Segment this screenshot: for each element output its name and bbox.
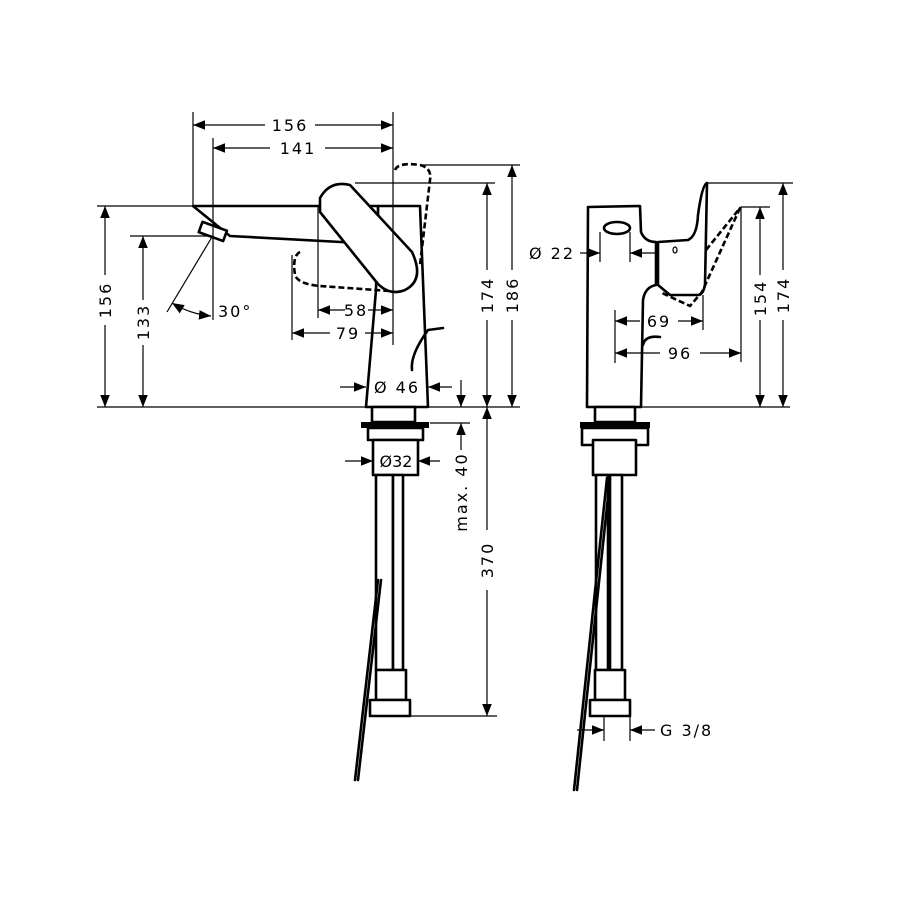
dim-body-diameter: Ø 46 — [374, 378, 420, 397]
dim-handle-58: 58 — [344, 301, 368, 320]
shank — [593, 405, 637, 424]
fixing-nut — [591, 438, 638, 477]
dim-height-174: 174 — [774, 277, 793, 314]
popup-rod — [572, 476, 612, 792]
hose-fittings — [374, 668, 408, 702]
popup-lever — [641, 335, 662, 347]
dim-handle-96: 96 — [668, 344, 692, 363]
hose-2 — [608, 473, 624, 672]
handle-raised-dashed — [659, 206, 742, 308]
dim-outlet-height: 133 — [134, 304, 153, 341]
dim-max-deck-thickness: max. 40 — [452, 452, 471, 531]
dim-handle-79: 79 — [336, 324, 360, 343]
dim-hose-length: 370 — [478, 542, 497, 579]
hose-fittings — [593, 668, 627, 702]
dim-height-154: 154 — [751, 280, 770, 317]
faucet-body — [585, 204, 658, 409]
dim-jet-angle: 30° — [218, 302, 252, 321]
hose-2 — [391, 473, 405, 672]
popup-rod — [353, 578, 383, 782]
popup-lever — [410, 326, 445, 372]
side-view-dimensions: 156 141 156 133 30° 58 79 Ø 46 174 — [96, 112, 522, 717]
dim-shank-diameter: Ø32 — [380, 452, 413, 471]
shank — [370, 405, 417, 424]
connection-nut — [368, 698, 412, 718]
thread — [366, 426, 425, 442]
connection-nut — [588, 698, 632, 718]
handle-lowered-dashed — [292, 250, 391, 293]
dim-outlet-diameter: Ø 22 — [529, 244, 575, 263]
dim-height-174: 174 — [478, 277, 497, 314]
dim-connection-thread: G 3/8 — [660, 721, 713, 740]
dim-handle-69: 69 — [647, 312, 671, 331]
mounting-plate — [580, 422, 650, 428]
aerator — [602, 220, 632, 236]
dim-spout-height: 156 — [96, 282, 115, 319]
mounting-plate — [361, 422, 429, 428]
front-view-dimensions: Ø 22 69 96 154 174 G 3/8 — [529, 182, 793, 741]
dim-spout-reach-outlet: 141 — [280, 139, 317, 158]
hose-1 — [374, 473, 395, 672]
front-view-faucet — [572, 181, 790, 792]
handle — [656, 181, 709, 297]
dim-spout-reach-total: 156 — [272, 116, 309, 135]
dim-height-186: 186 — [503, 277, 522, 314]
